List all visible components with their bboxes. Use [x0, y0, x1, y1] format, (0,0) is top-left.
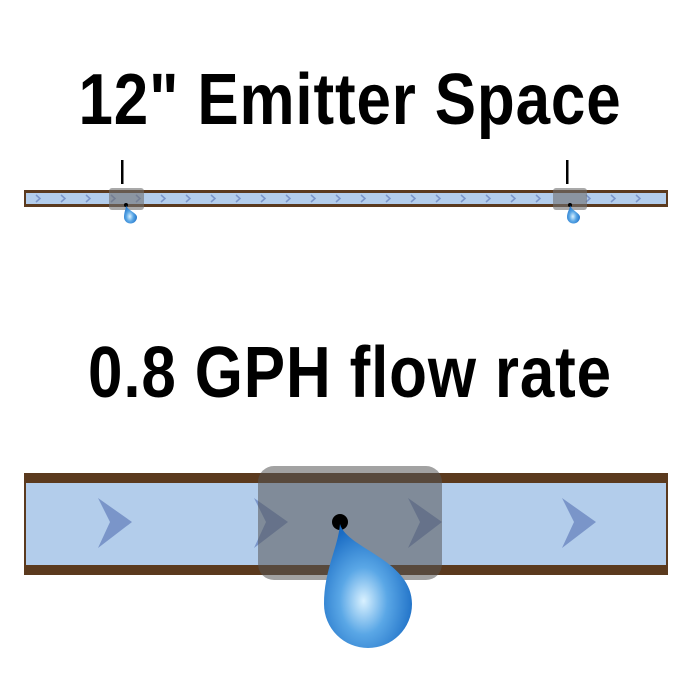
tube-wall-top: [24, 190, 668, 193]
emitter-spacing-heading: 12" Emitter Space: [78, 60, 622, 140]
emitter-icon: [258, 466, 442, 580]
spacing-marker: [566, 160, 569, 184]
flow-rate-heading: 0.8 GPH flow rate: [88, 333, 612, 413]
emitter-icon: [109, 160, 144, 224]
water-drop-icon: [324, 524, 412, 648]
emitter-icon: [553, 160, 587, 224]
water-drop-icon: [124, 205, 137, 224]
small-drip-tube: [24, 160, 668, 224]
tube-water: [24, 193, 668, 204]
tube-wall-bottom: [24, 204, 668, 207]
chevron-right-icon: [562, 498, 596, 548]
spacing-marker: [121, 160, 124, 184]
water-drop-icon: [567, 205, 580, 224]
large-drip-tube: [24, 466, 668, 648]
emitter-outlet: [332, 514, 348, 530]
chevron-right-icon: [98, 498, 132, 548]
